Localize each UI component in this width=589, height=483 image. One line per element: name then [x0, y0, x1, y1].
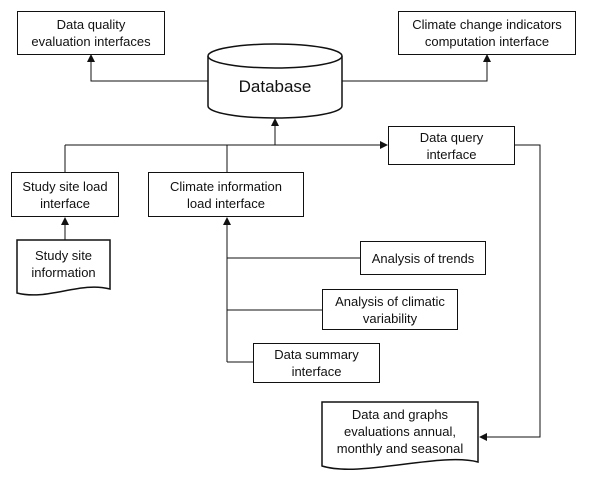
connector-database-to-climate-change [342, 54, 491, 82]
data-graphs-document-shape [321, 401, 479, 470]
study-site-information-label: Study site information [31, 248, 96, 280]
connector-database-to-data-quality [87, 54, 208, 82]
climate-information-load-box: Climate information load interface [148, 172, 304, 217]
data-summary-interface-box: Data summary interface [253, 343, 380, 383]
study-site-information-document-shape [16, 239, 111, 296]
data-query-interface-box: Data query interface [388, 126, 515, 165]
database-label: Database [238, 77, 312, 96]
data-graphs-evaluations-label: Data and graphs evaluations annual, mont… [336, 406, 464, 456]
data-quality-evaluation-box: Data quality evaluation interfaces [17, 11, 165, 55]
climate-change-indicators-box: Climate change indicators computation in… [398, 11, 576, 55]
connector-data-query-to-data-graphs [479, 144, 541, 441]
analysis-of-trends-box: Analysis of trends [360, 241, 486, 275]
analysis-of-climatic-variability-box: Analysis of climatic variability [322, 289, 458, 330]
study-site-load-interface-box: Study site load interface [11, 172, 119, 217]
database-cylinder [207, 43, 343, 119]
